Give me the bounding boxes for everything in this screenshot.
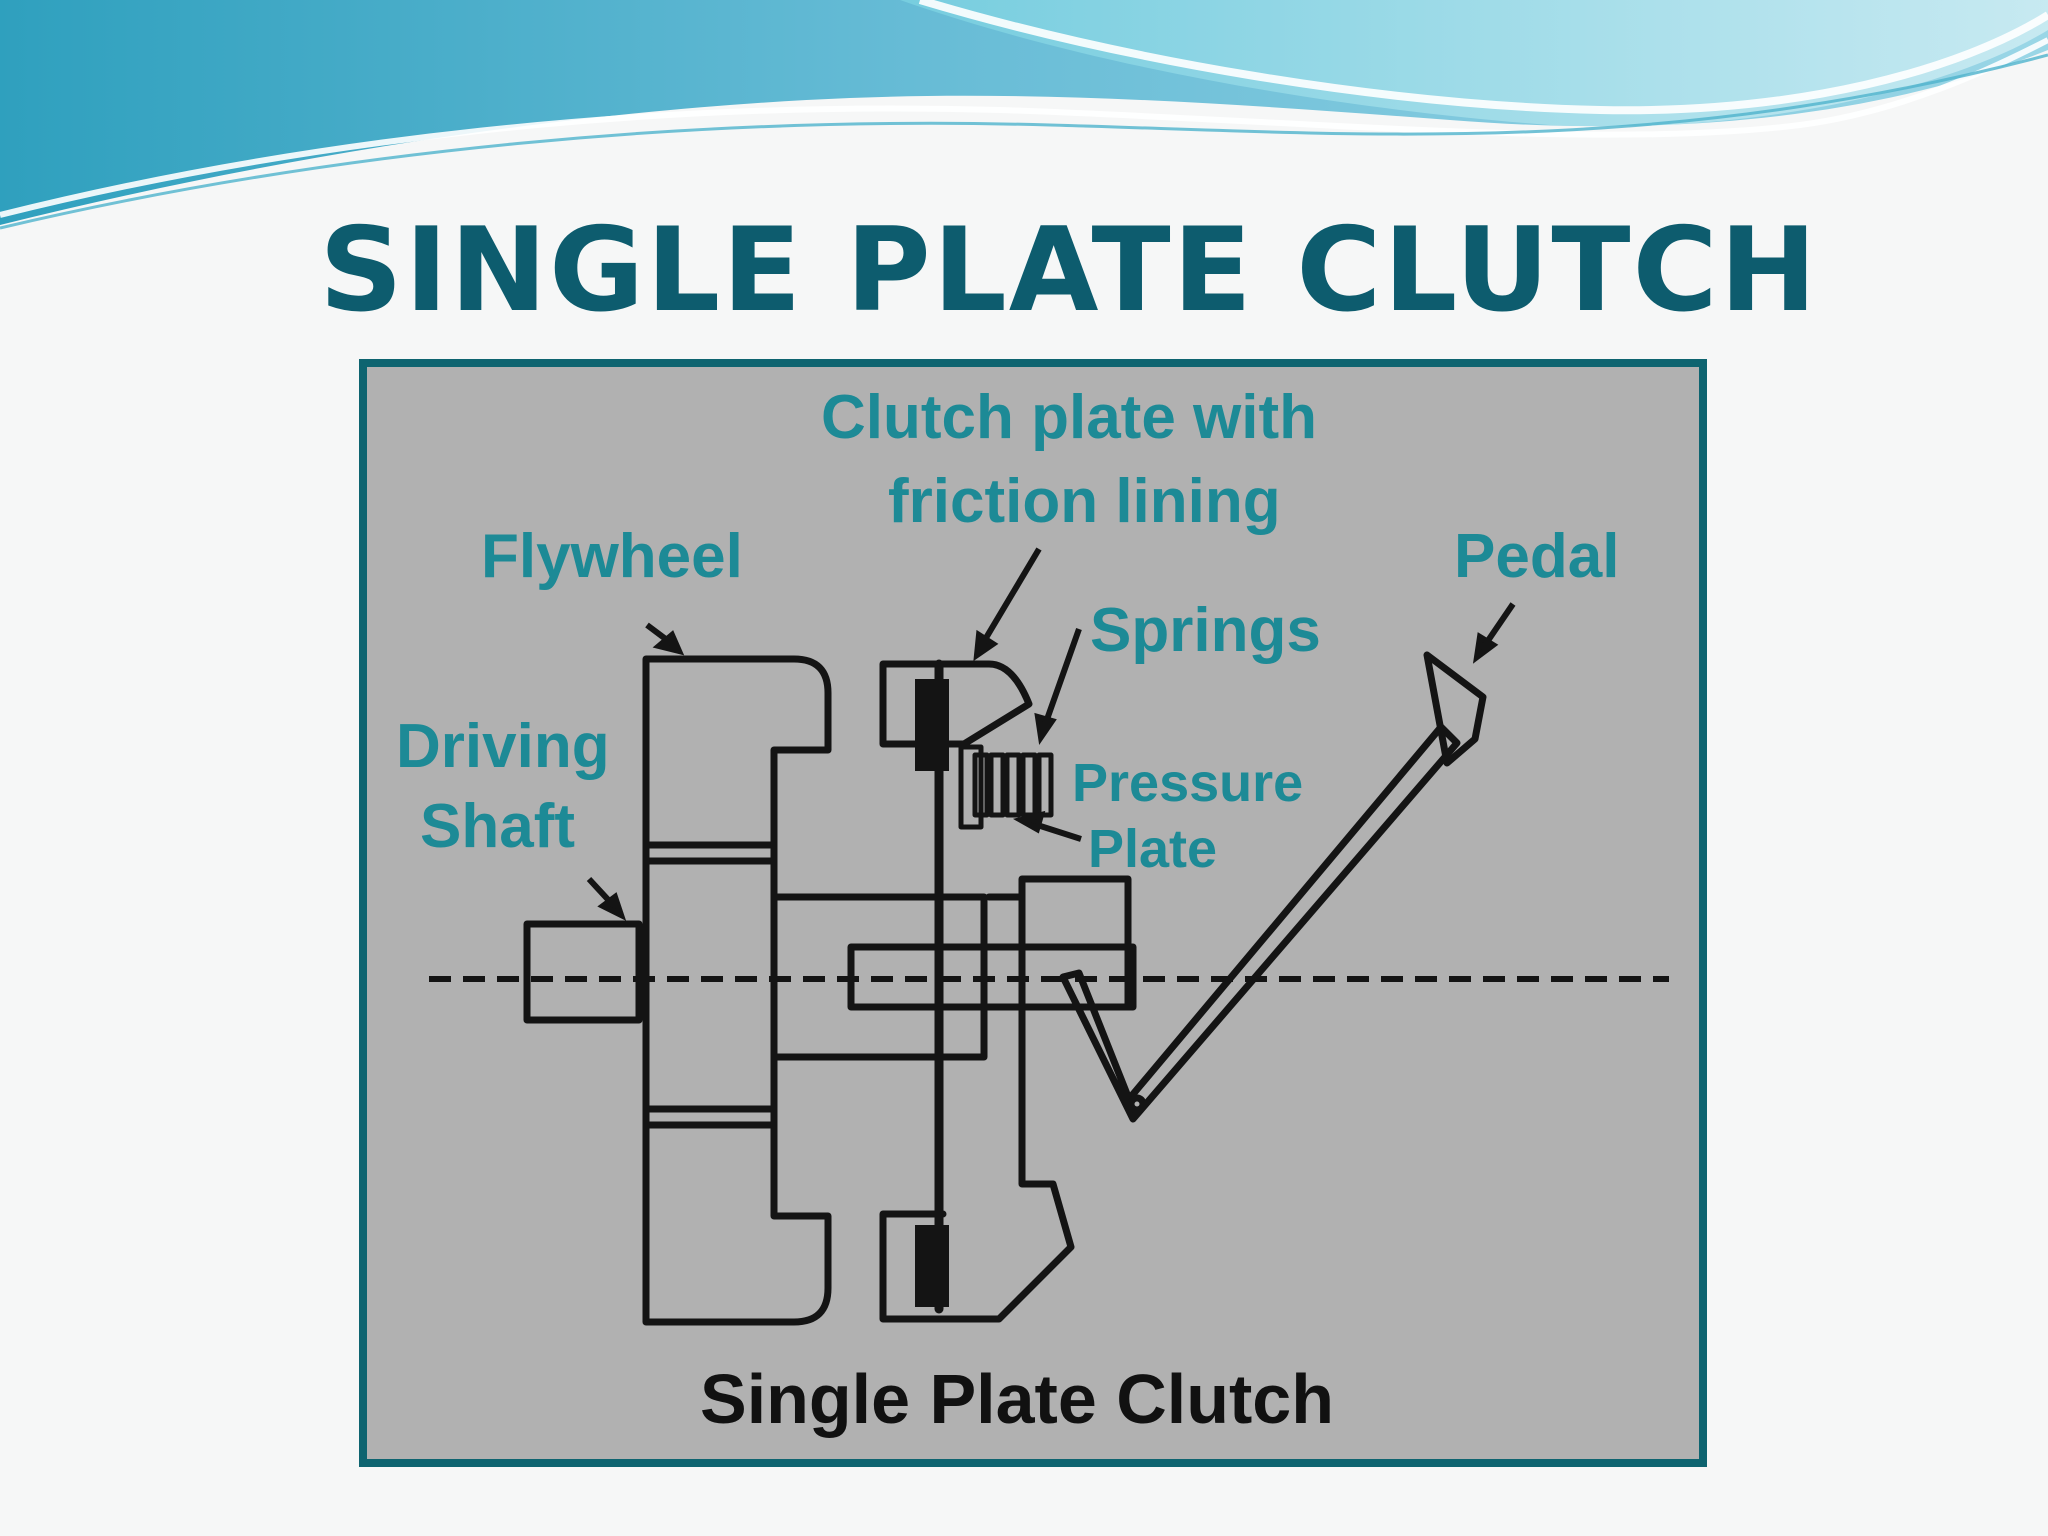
friction-lining-bottom bbox=[915, 1225, 949, 1307]
slide-title: SINGLE PLATE CLUTCH bbox=[319, 202, 1819, 338]
clutch-line-art bbox=[523, 651, 1487, 1326]
pedal-pad-drawing bbox=[1423, 651, 1487, 767]
flywheel-drawing bbox=[642, 655, 832, 1326]
header-wave-decoration bbox=[0, 0, 2048, 230]
pressure-plate-housing bbox=[879, 660, 1033, 748]
springs-drawing bbox=[958, 744, 1054, 830]
leader-arrows bbox=[586, 547, 1516, 921]
label-pressure-plate-line2: Plate bbox=[1088, 819, 1218, 879]
label-flywheel: Flywheel bbox=[481, 522, 743, 591]
label-driving-shaft-line1: Driving bbox=[396, 712, 610, 781]
diagram-caption: Single Plate Clutch bbox=[700, 1360, 1334, 1438]
label-springs: Springs bbox=[1090, 596, 1321, 665]
label-driving-shaft-line2: Shaft bbox=[420, 792, 575, 861]
diagram-frame bbox=[359, 359, 1707, 1467]
label-clutch-plate-line2: friction lining bbox=[888, 467, 1281, 536]
driving-shaft-drawing bbox=[523, 920, 643, 1024]
label-pressure-plate-line1: Pressure bbox=[1072, 753, 1304, 813]
label-pedal: Pedal bbox=[1454, 522, 1620, 591]
friction-lining-top bbox=[915, 679, 949, 771]
clutch-diagram bbox=[367, 367, 1699, 1459]
label-clutch-plate-line1: Clutch plate with bbox=[821, 383, 1317, 452]
